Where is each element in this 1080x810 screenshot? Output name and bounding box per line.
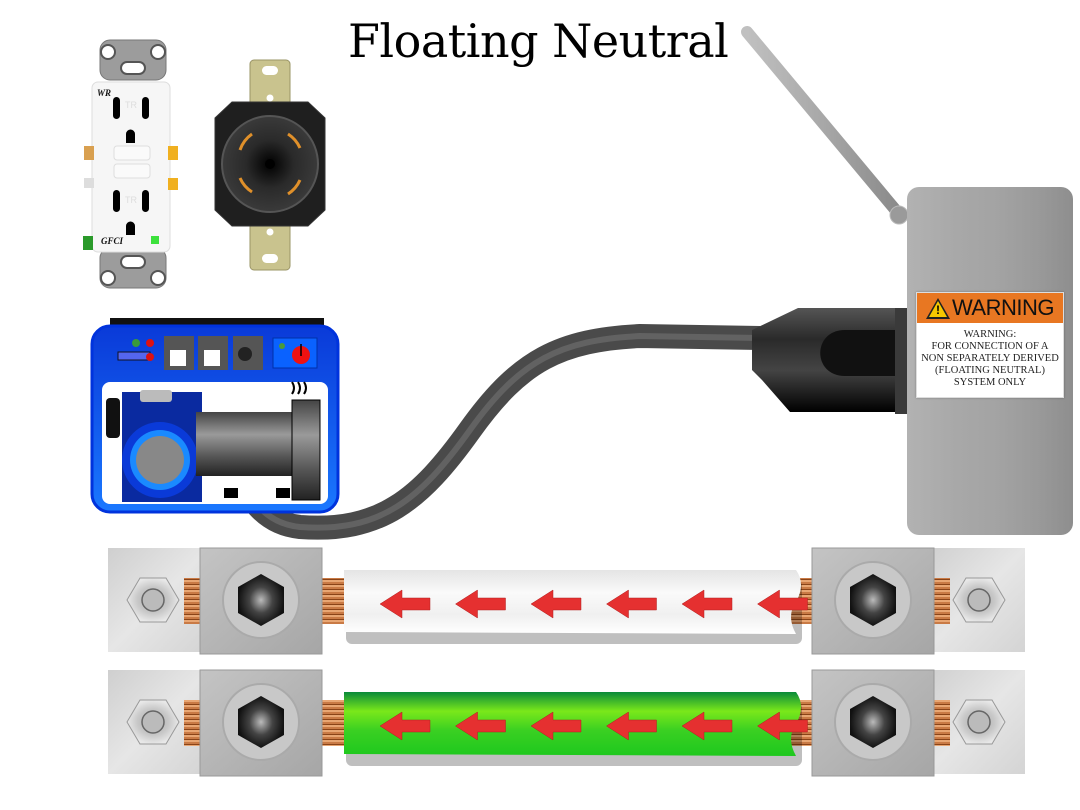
flow-arrow-left-icon [455, 711, 506, 741]
warning-header-text: WARNING [951, 295, 1055, 320]
generator [90, 318, 340, 514]
power-plug [752, 308, 907, 414]
copper-strands [930, 578, 950, 624]
flow-arrow-left-icon [455, 589, 506, 619]
gfci-wr-mark: WR [97, 88, 112, 98]
conduit-fitting [889, 205, 909, 225]
svg-text:TR: TR [125, 100, 137, 110]
warning-line: FOR CONNECTION OF A [931, 341, 1049, 352]
hex-screw-icon [850, 574, 896, 626]
bolt-icon [967, 710, 991, 734]
flow-arrow-left-icon [681, 589, 733, 619]
generator-outlet [164, 336, 194, 370]
warning-line: (FLOATING NEUTRAL) [935, 365, 1045, 376]
warning-line: WARNING: [963, 329, 1017, 340]
hex-screw-icon [850, 696, 896, 748]
indicator-light-red [146, 339, 154, 347]
generator-outlet [198, 336, 228, 370]
flow-arrow-left-icon [530, 589, 582, 619]
copper-strands [930, 700, 950, 746]
conduit-pole [741, 26, 904, 219]
flow-arrow-left-icon [757, 589, 808, 619]
bolt-icon [967, 588, 991, 612]
diagram-title: Floating Neutral [348, 14, 729, 68]
warning-line: SYSTEM ONLY [953, 377, 1027, 388]
neutral-conductor [108, 547, 1025, 655]
disconnect-box [741, 26, 1073, 535]
bolt-icon [141, 588, 165, 612]
flow-arrow-left-icon [757, 711, 808, 741]
warning-triangle-icon: ! [925, 297, 950, 319]
flow-arrow-left-icon [606, 589, 657, 619]
indicator-light-red [146, 353, 154, 361]
flow-arrow-left-icon [379, 589, 431, 619]
flow-arrow-left-icon [379, 711, 431, 741]
generator-twist-lock-outlet [233, 336, 263, 370]
flow-arrow-left-icon [530, 711, 582, 741]
warning-label: ! WARNING WARNING: FOR CONNECTION OF A N… [916, 292, 1064, 398]
indicator-light-green [132, 339, 140, 347]
gfci-indicator-light [151, 236, 159, 244]
flow-arrow-left-icon [681, 711, 733, 741]
gfci-label: GFCI [101, 236, 124, 246]
warning-body: WARNING: FOR CONNECTION OF A NON SEPARAT… [917, 323, 1063, 389]
gfci-outlet [83, 39, 178, 289]
warning-header: ! WARNING [917, 293, 1063, 323]
flow-arrow-left-icon [606, 711, 657, 741]
bolt-icon [141, 710, 165, 734]
hex-screw-icon [238, 574, 284, 626]
ground-conductor [108, 669, 1025, 777]
hex-screw-icon [238, 696, 284, 748]
twist-lock-receptacle [214, 59, 326, 271]
svg-text:TR: TR [125, 195, 137, 205]
warning-line: NON SEPARATELY DERIVED [921, 353, 1059, 364]
